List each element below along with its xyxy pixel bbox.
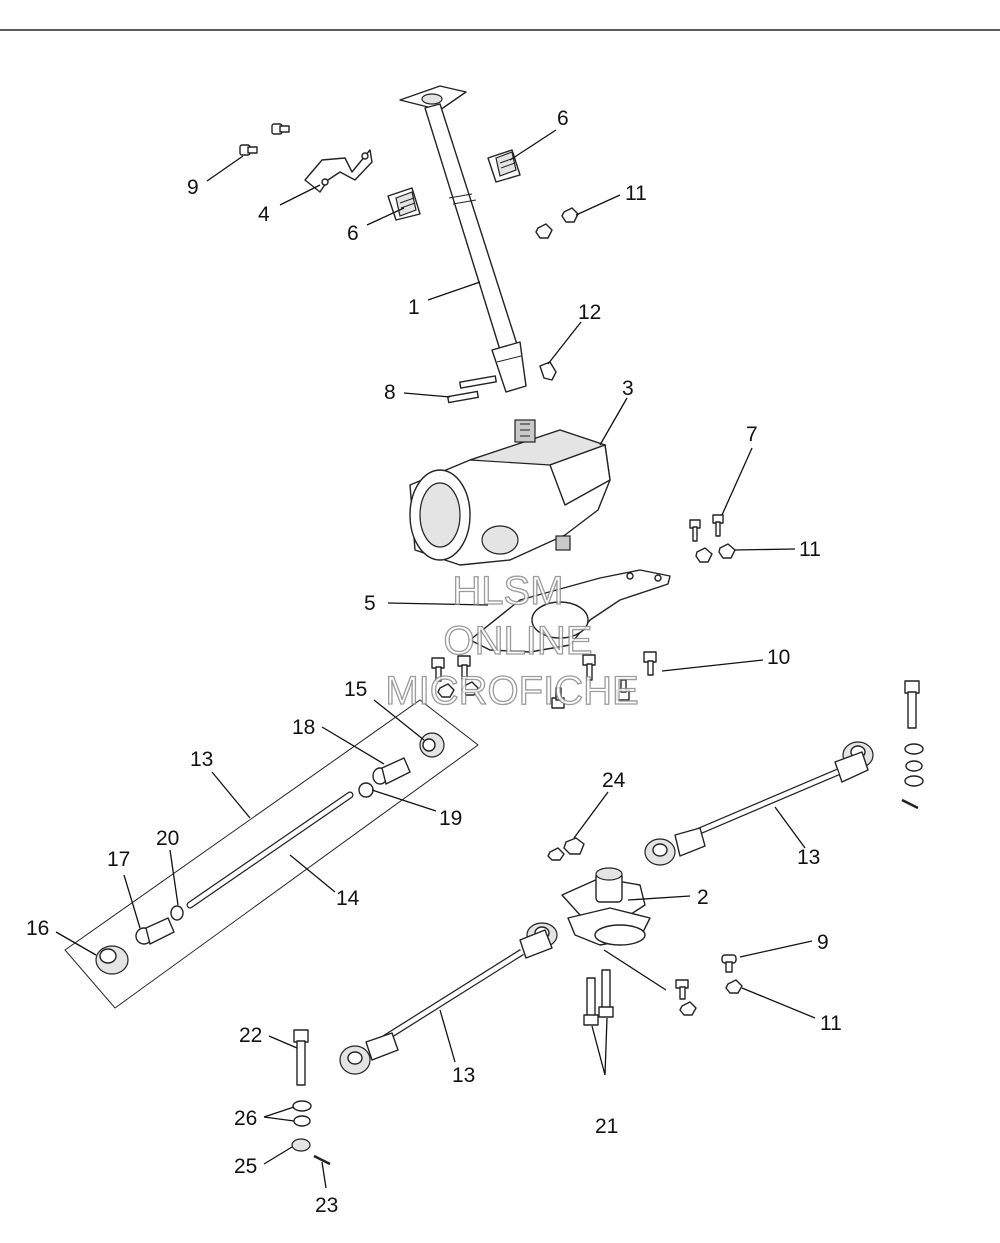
bushing-upper-part[interactable] (487, 149, 521, 183)
callout-7[interactable]: 7 (746, 423, 758, 446)
callout-20[interactable]: 20 (156, 827, 179, 850)
nut-upper-part[interactable] (535, 207, 579, 239)
mounting-plate-part[interactable] (469, 569, 671, 653)
callout-6-lower[interactable]: 6 (347, 222, 359, 245)
steering-shaft-part[interactable] (399, 85, 527, 393)
power-steering-unit-part[interactable] (409, 419, 611, 566)
tie-rod-end-inner-part[interactable] (95, 945, 129, 975)
watermark-line-2: ONLINE (444, 619, 593, 663)
bushing-lower-part[interactable] (387, 187, 421, 221)
callout-4[interactable]: 4 (258, 203, 270, 226)
callout-26[interactable]: 26 (234, 1107, 257, 1130)
callout-19[interactable]: 19 (439, 807, 462, 830)
callout-24[interactable]: 24 (602, 769, 626, 792)
callout-11-upper[interactable]: 11 (625, 182, 647, 205)
callout-3[interactable]: 3 (622, 377, 634, 400)
nut-lower-right-part[interactable] (679, 979, 743, 1016)
cotter-pin-part[interactable] (313, 1154, 331, 1166)
pinch-bolt-part[interactable] (447, 375, 497, 404)
rod-end-bolt-right-part[interactable] (901, 680, 924, 810)
watermark: HLSM ONLINE MICROFICHE (385, 568, 640, 713)
callout-6-upper[interactable]: 6 (557, 107, 569, 130)
ball-joint-part[interactable] (135, 917, 175, 945)
callout-11-middle[interactable]: 11 (799, 538, 821, 561)
clip-part[interactable] (539, 361, 557, 381)
callout-13-right[interactable]: 13 (797, 846, 820, 869)
callout-9-upper[interactable]: 9 (187, 176, 199, 199)
callout-18[interactable]: 18 (292, 716, 315, 739)
callout-2[interactable]: 2 (697, 886, 709, 909)
callout-11-lower[interactable]: 11 (820, 1012, 842, 1035)
leader-lines (55, 129, 816, 1189)
callout-5[interactable]: 5 (364, 592, 376, 615)
watermark-line-3: MICROFICHE (385, 669, 638, 713)
callout-8[interactable]: 8 (384, 381, 396, 404)
rod-end-bolt-left-part[interactable] (293, 1029, 309, 1086)
callout-12[interactable]: 12 (578, 301, 601, 324)
spacer-part[interactable] (170, 905, 184, 921)
mount-nut-part[interactable] (695, 543, 736, 563)
pivot-bolt-part[interactable] (583, 969, 614, 1026)
callout-22[interactable]: 22 (239, 1024, 262, 1047)
castle-nut-part[interactable] (291, 1138, 311, 1152)
callout-13-kit[interactable]: 13 (190, 748, 213, 771)
tie-rod-end-outer-part[interactable] (419, 732, 445, 758)
callout-1[interactable]: 1 (408, 296, 420, 319)
bolt-upper-left-part[interactable] (239, 123, 290, 156)
callout-15[interactable]: 15 (344, 678, 367, 701)
plate-bolt-part[interactable] (431, 651, 657, 709)
bracket-part[interactable] (304, 149, 373, 193)
pivot-arm-part[interactable] (561, 867, 651, 946)
callout-13-left[interactable]: 13 (452, 1064, 475, 1087)
callout-21[interactable]: 21 (595, 1115, 618, 1138)
jam-nut-large-part[interactable] (372, 757, 411, 785)
pivot-nut-part[interactable] (547, 837, 585, 861)
callout-25[interactable]: 25 (234, 1155, 257, 1178)
callout-16[interactable]: 16 (26, 917, 49, 940)
tie-rod-right-part[interactable] (644, 741, 874, 866)
jam-nut-small-part[interactable] (358, 782, 374, 798)
callout-labels: 1 2 3 4 5 6 6 7 8 9 9 10 11 11 11 12 13 … (26, 107, 842, 1217)
bolt-lower-right-part[interactable] (675, 954, 737, 1000)
callout-17[interactable]: 17 (107, 848, 130, 871)
tie-rod-left-part[interactable] (339, 922, 558, 1075)
tie-rod-shaft-part[interactable] (186, 791, 354, 909)
washer-part[interactable] (292, 1100, 312, 1127)
watermark-line-1: HLSM (452, 569, 563, 613)
mount-bolt-part[interactable] (689, 514, 724, 542)
tie-rod-kit-outline (64, 699, 479, 1009)
callout-23[interactable]: 23 (315, 1194, 338, 1217)
callout-9-lower[interactable]: 9 (817, 931, 829, 954)
callout-14[interactable]: 14 (336, 887, 360, 910)
callout-10[interactable]: 10 (767, 646, 790, 669)
